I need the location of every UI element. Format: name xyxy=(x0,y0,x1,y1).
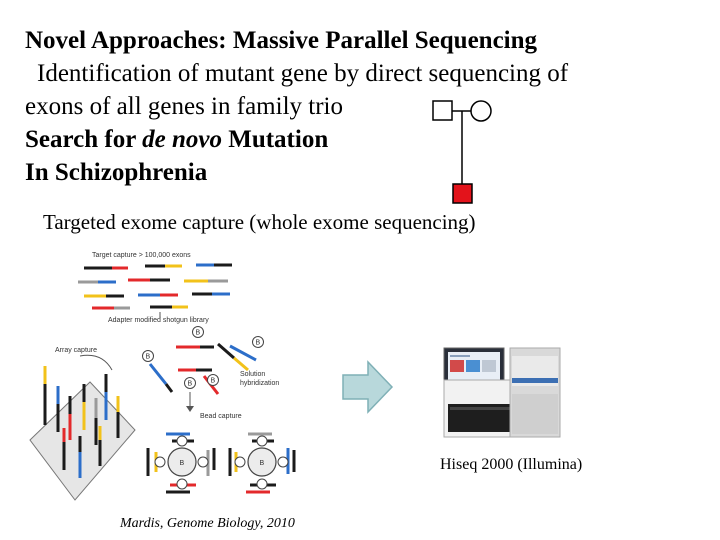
svg-text:B: B xyxy=(260,460,265,467)
library-molecules: B B B B B xyxy=(142,326,264,395)
disease-heading: In Schizophrenia xyxy=(25,159,208,186)
slide-title: Novel Approaches: Massive Parallel Seque… xyxy=(25,27,538,54)
target-capture-label: Target capture > 100,000 exons xyxy=(92,252,191,259)
svg-text:B: B xyxy=(196,330,201,337)
search-italic: de novo xyxy=(142,126,222,153)
svg-text:B: B xyxy=(146,354,151,361)
svg-text:B: B xyxy=(256,340,261,347)
bead-capture-label: Bead capture xyxy=(200,413,242,420)
description-line-2: exons of all genes in family trio xyxy=(25,93,343,120)
array-arrow xyxy=(79,354,113,371)
search-suffix: Mutation xyxy=(221,126,329,153)
svg-text:B: B xyxy=(211,378,216,385)
description-line-1: Identification of mutant gene by direct … xyxy=(37,60,569,87)
hybridization-label: hybridization xyxy=(240,380,279,387)
array-capture-label: Array capture xyxy=(55,347,97,354)
capture-bead-2: B xyxy=(228,432,296,494)
search-heading: Search for de novo Mutation xyxy=(25,126,328,154)
solution-label: Solution xyxy=(240,371,265,378)
dna-fragments xyxy=(78,263,232,310)
figure-citation: Mardis, Genome Biology, 2010 xyxy=(120,516,295,531)
array-probes xyxy=(43,366,120,478)
search-prefix: Search for xyxy=(25,126,143,153)
method-subtitle: Targeted exome capture (whole exome sequ… xyxy=(43,210,476,234)
adapter-library-label: Adapter modified shotgun library xyxy=(108,317,209,324)
instrument-caption: Hiseq 2000 (Illumina) xyxy=(440,456,583,473)
capture-bead-1: B xyxy=(146,432,216,494)
svg-text:B: B xyxy=(188,381,193,388)
svg-text:B: B xyxy=(180,460,185,467)
